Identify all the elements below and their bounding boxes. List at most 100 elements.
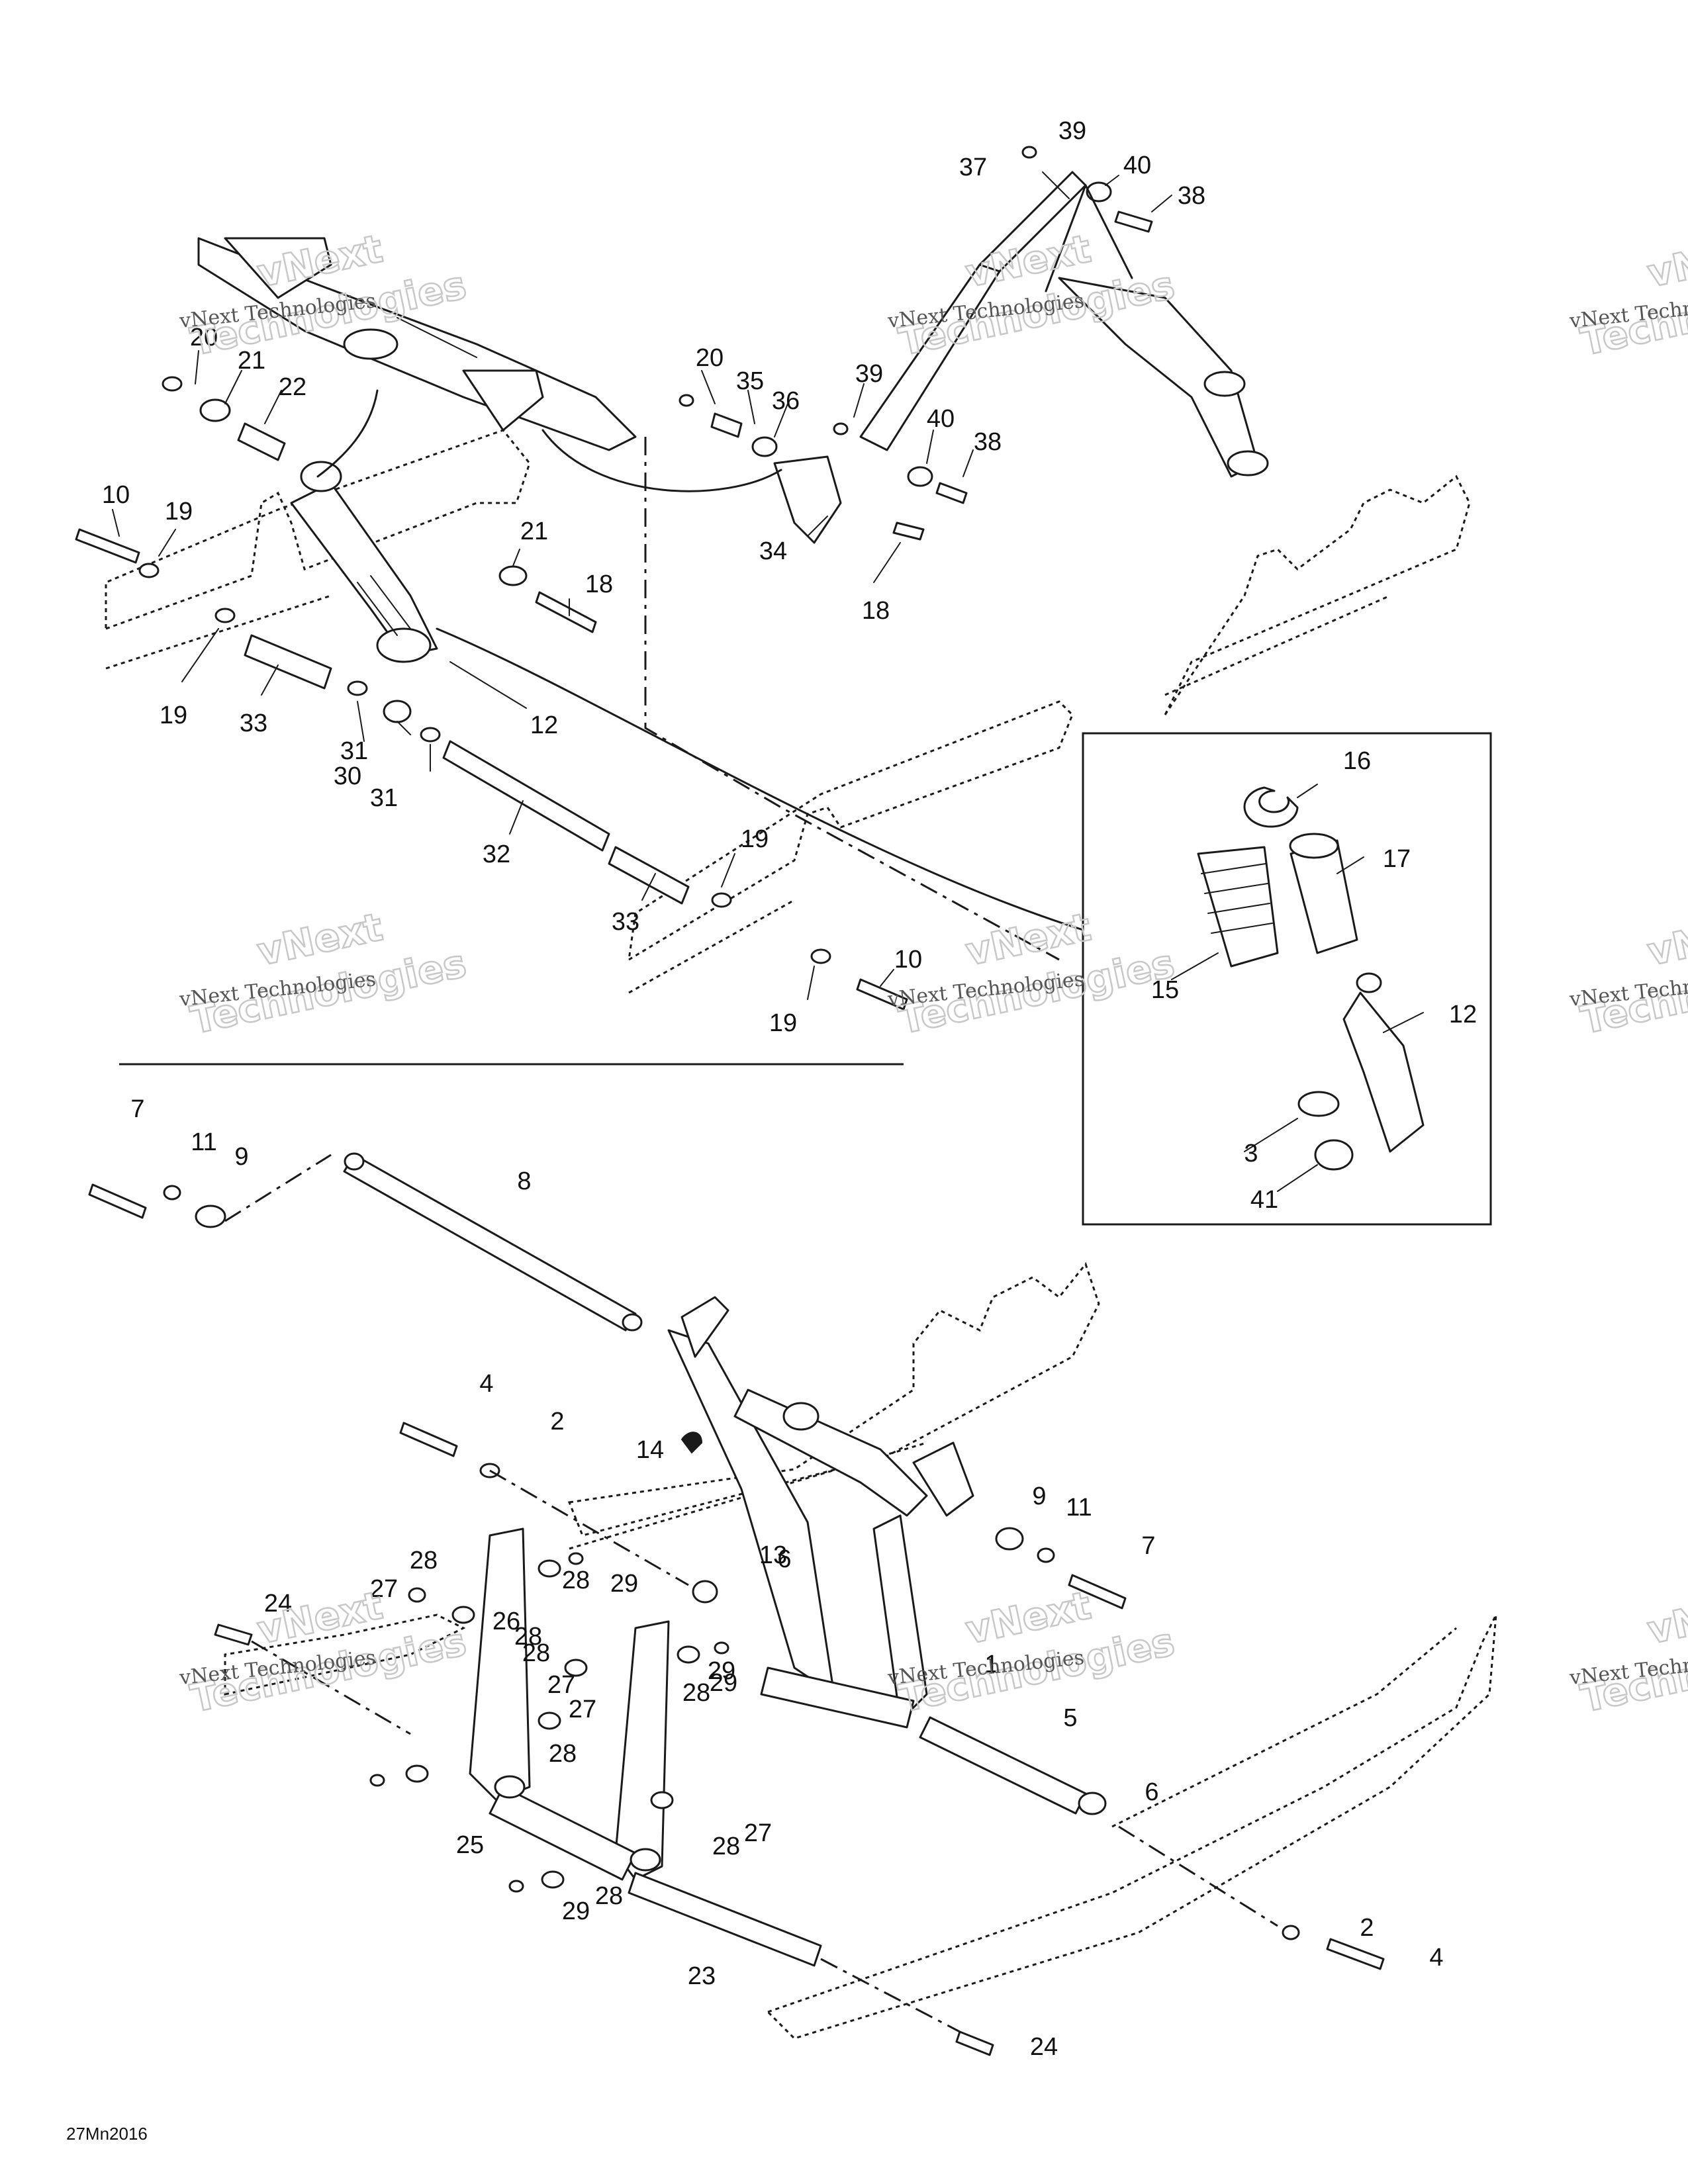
- callout-number: 28: [682, 1679, 710, 1707]
- callout-number: 12: [530, 711, 558, 739]
- watermark-outline-top: vNext: [1644, 1582, 1688, 1653]
- lower-rear-arm: [667, 1296, 974, 1729]
- callout-number: 30: [334, 762, 361, 790]
- callout-number: 28: [562, 1567, 590, 1594]
- lower-frame-rail-right-rear: [567, 1261, 1100, 1550]
- lower-main-shaft: [343, 1152, 643, 1332]
- callout-number: 27: [569, 1696, 596, 1723]
- callout-leaders: [112, 171, 1424, 1192]
- callout-number: 11: [1066, 1494, 1092, 1522]
- callout-number: 20: [696, 344, 724, 372]
- inset-parts: [1197, 786, 1425, 1171]
- callout-number: 11: [191, 1128, 216, 1156]
- callout-number: 37: [959, 154, 987, 181]
- shock-detail-inset: [1082, 732, 1492, 1226]
- callout-number: 29: [710, 1669, 737, 1697]
- callout-number: 13: [759, 1541, 787, 1569]
- lower-dashed-axis-top: [224, 1154, 332, 1222]
- callout-number: 19: [160, 702, 187, 729]
- callout-number: 2: [550, 1408, 564, 1435]
- upper-rocker-arm: [197, 237, 637, 451]
- callout-number: 40: [927, 405, 955, 433]
- callout-number: 25: [456, 1831, 484, 1859]
- inset-connector-curve: [436, 627, 1084, 931]
- callout-number: 7: [1141, 1532, 1155, 1560]
- callout-number: 39: [855, 360, 883, 388]
- lower-lower-shaft: [919, 1716, 1107, 1815]
- callout-number: 20: [190, 324, 218, 351]
- upper-hardware: [75, 146, 1153, 1011]
- callout-number: 24: [264, 1590, 292, 1617]
- upper-frame-rail-center: [628, 700, 1074, 994]
- lower-dashed-axis-1: [489, 1469, 689, 1586]
- callout-number: 28: [522, 1639, 550, 1667]
- watermark-outline-top: vNext: [1644, 904, 1688, 974]
- callout-number: 5: [1063, 1704, 1077, 1732]
- lower-frame-rail-front: [766, 1614, 1497, 2040]
- upper-connector-curve: [316, 389, 379, 478]
- callout-number: 34: [759, 537, 787, 565]
- shock-absorber-assembly: [290, 461, 438, 663]
- callout-number: 9: [1032, 1482, 1046, 1510]
- callout-number: 24: [1030, 2033, 1058, 2061]
- callout-number: 15: [1151, 976, 1179, 1004]
- callout-number: 18: [862, 597, 890, 625]
- callout-number: 19: [769, 1009, 797, 1037]
- callout-number: 28: [712, 1833, 740, 1860]
- lower-link-plates: [469, 1527, 822, 1967]
- callout-number: 27: [744, 1819, 772, 1847]
- callout-number: 39: [1058, 117, 1086, 145]
- callout-number: 32: [483, 841, 510, 868]
- callout-number: 28: [595, 1882, 623, 1910]
- callout-number: 6: [1145, 1778, 1158, 1806]
- callout-number: 17: [1383, 845, 1411, 873]
- lower-hardware: [88, 1183, 1385, 2056]
- callout-number: 9: [234, 1143, 248, 1171]
- callout-number: 21: [520, 518, 548, 545]
- lower-dashed-axis-4: [251, 1640, 411, 1735]
- callout-number: 27: [547, 1671, 575, 1699]
- callout-number: 38: [974, 428, 1002, 456]
- callout-number: 10: [102, 481, 130, 509]
- callout-number: 29: [562, 1897, 590, 1925]
- callout-number: 2: [1360, 1914, 1374, 1942]
- callout-number: 12: [1449, 1001, 1477, 1028]
- callout-number: 29: [610, 1570, 638, 1598]
- callout-number: 19: [741, 825, 769, 853]
- callout-number: 28: [514, 1623, 542, 1651]
- upper-rear-link-assembly: [773, 171, 1269, 544]
- callout-number: 18: [585, 570, 613, 598]
- upper-frame-rail-right: [1164, 475, 1471, 715]
- callout-number: 3: [1244, 1140, 1258, 1167]
- callout-number: 4: [1429, 1944, 1443, 1972]
- watermark-outline-top: vNext: [1644, 226, 1688, 296]
- callout-number: 38: [1178, 182, 1205, 210]
- callout-number: 26: [492, 1608, 520, 1635]
- callout-number: 8: [517, 1167, 531, 1195]
- callout-number: 16: [1343, 747, 1371, 775]
- callout-number: 14: [636, 1436, 664, 1464]
- callout-number: 4: [479, 1370, 493, 1398]
- drawing-code: 27Mn2016: [66, 2124, 148, 2144]
- upper-frame-rail-left: [105, 429, 531, 670]
- callout-number: 29: [708, 1657, 735, 1685]
- callout-number: 1: [984, 1651, 998, 1678]
- lower-frame-rail-left-front: [224, 1614, 466, 1696]
- callout-number: 33: [612, 908, 639, 936]
- callout-number: 23: [688, 1962, 716, 1990]
- callout-number: 19: [165, 498, 193, 525]
- lower-dashed-axis-3: [820, 1958, 961, 2033]
- callout-number: 36: [772, 387, 800, 415]
- callout-number: 40: [1123, 152, 1151, 179]
- callout-number: 27: [370, 1575, 398, 1603]
- upper-connector-curve-2: [541, 429, 782, 492]
